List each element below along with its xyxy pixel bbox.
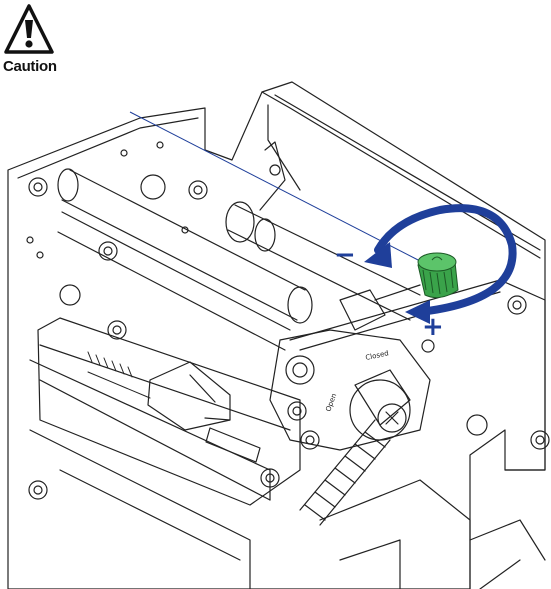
screw-5 [288, 402, 306, 420]
screw-6 [531, 431, 549, 449]
screw-9 [301, 431, 319, 449]
screw-4 [508, 296, 526, 314]
back-plate [8, 82, 545, 589]
increase-symbol: + [422, 312, 444, 342]
screw-2 [189, 181, 207, 199]
screw-7 [29, 481, 47, 499]
leader-line [130, 112, 422, 262]
screw-1 [29, 178, 47, 196]
caution-exclamation-icon [4, 4, 54, 56]
open-label: Open [324, 392, 338, 412]
bellows-hose [300, 420, 390, 525]
screw-10 [108, 321, 126, 339]
caution-label: Caution [3, 58, 57, 75]
closed-label: Closed [365, 349, 390, 362]
screw-3 [99, 242, 117, 260]
decrease-symbol: − [334, 240, 356, 270]
pressure-adjust-knob [418, 253, 458, 298]
